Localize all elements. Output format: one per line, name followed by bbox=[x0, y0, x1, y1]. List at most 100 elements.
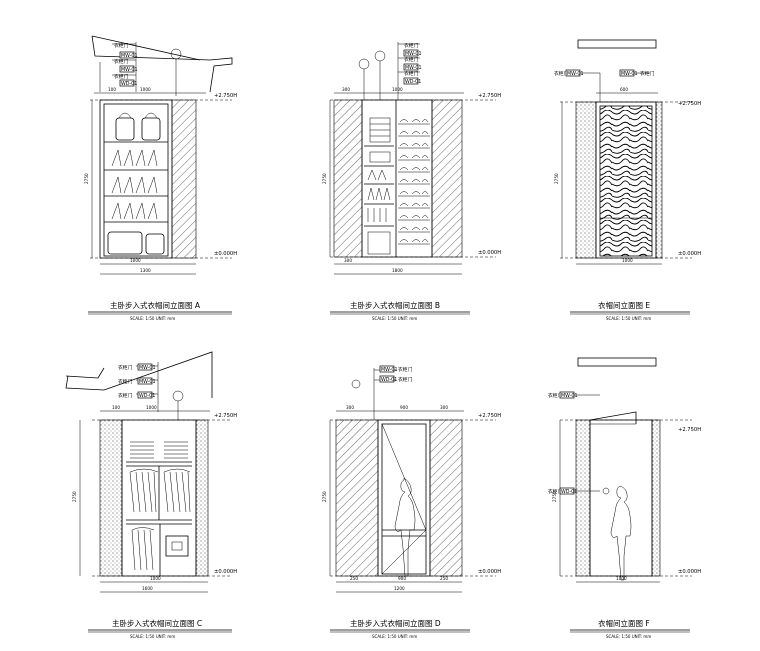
header-bar bbox=[577, 39, 657, 49]
dim-top: 1000 bbox=[140, 87, 151, 92]
material-tags: MW-01 衣柜门 WD-01 衣柜门 bbox=[351, 365, 413, 420]
dim-bottom: 1000 bbox=[130, 258, 141, 263]
wood-panel bbox=[599, 105, 653, 257]
tag-code: MW-01 bbox=[567, 71, 584, 77]
tag-label: 衣柜门 bbox=[398, 366, 413, 373]
wall-section bbox=[429, 419, 463, 577]
wall-section bbox=[431, 99, 463, 258]
tag-code: MW-01 bbox=[621, 71, 638, 77]
panel-title: 主卧步入式衣帽间立面图 C bbox=[112, 618, 202, 628]
tag-label: 衣柜门 bbox=[118, 392, 133, 399]
dim-side: 2750 bbox=[72, 491, 77, 502]
tag-code: MW-01 bbox=[121, 53, 138, 59]
human-figure bbox=[610, 485, 632, 581]
elevation-e: 衣柜门 MW-01 衣柜门 MW-01 600 +2.750H ±0.000H … bbox=[554, 39, 701, 321]
tag-label: 衣柜门 bbox=[404, 56, 419, 63]
tag-code: WD-01 bbox=[381, 377, 397, 383]
tag-label: 衣柜门 bbox=[404, 70, 419, 77]
dim-top: 100 bbox=[112, 405, 120, 410]
tag-code: MW-01 bbox=[139, 379, 156, 385]
dim-bottom: 1300 bbox=[140, 268, 151, 273]
tag-label: 衣柜门 bbox=[118, 364, 133, 371]
material-tags: 衣柜门 MW-01 衣柜门 MW-01 衣柜门 WD-01 bbox=[112, 42, 182, 96]
tag-label: 衣柜门 bbox=[404, 42, 419, 49]
level-bottom: ±0.000H bbox=[478, 250, 501, 256]
dim-top: 600 bbox=[620, 87, 628, 92]
dim-bottom: 1000 bbox=[622, 258, 633, 263]
section-marker bbox=[602, 487, 610, 495]
level-top: +2.750H bbox=[678, 101, 701, 107]
section-marker bbox=[374, 50, 386, 62]
scale-note: SCALE: 1:50 UNIT: mm bbox=[606, 316, 651, 321]
tag-label: 衣柜门 bbox=[114, 42, 129, 49]
tag-label: 衣柜门 bbox=[548, 392, 563, 399]
header-bar bbox=[577, 357, 657, 367]
panel-title: 主卧步入式衣帽间立面图 B bbox=[350, 300, 440, 310]
wall-section bbox=[335, 419, 379, 577]
tag-code: MW-01 bbox=[121, 67, 138, 73]
dim-side: 2750 bbox=[84, 173, 89, 184]
section-marker bbox=[351, 379, 361, 389]
level-bottom: ±0.000H bbox=[678, 251, 701, 257]
panel-title: 主卧步入式衣帽间立面图 A bbox=[110, 300, 201, 310]
panel-title: 衣帽间立面图 E bbox=[598, 300, 650, 310]
section-marker bbox=[172, 390, 184, 402]
tag-code: MW-01 bbox=[561, 393, 578, 399]
scale-note: SCALE: 1:50 UNIT: mm bbox=[372, 316, 417, 321]
level-bottom: ±0.000H bbox=[214, 251, 237, 257]
scale-note: SCALE: 1:50 UNIT: mm bbox=[130, 316, 175, 321]
dim-top: 300 bbox=[342, 87, 350, 92]
panel-title: 衣帽间立面图 F bbox=[598, 618, 650, 628]
level-top: +2.750H bbox=[678, 427, 701, 433]
level-bottom: ±0.000H bbox=[678, 569, 701, 575]
material-tags: 衣柜门 MW-01 衣柜门 MW-01 衣柜门 WD-01 bbox=[358, 42, 422, 100]
wall-section bbox=[333, 99, 363, 258]
dim-side: 2750 bbox=[322, 491, 327, 502]
level-bottom: ±0.000H bbox=[214, 569, 237, 575]
dim-bottom: 1000 bbox=[150, 576, 161, 581]
tag-code: WD-01 bbox=[121, 81, 137, 87]
tag-label: 衣柜门 bbox=[114, 58, 129, 65]
dim-bottom: 1000 bbox=[616, 576, 627, 581]
tag-label: 衣柜门 bbox=[548, 488, 563, 495]
dim-top: 900 bbox=[400, 405, 408, 410]
level-top: +2.750H bbox=[478, 413, 501, 419]
tag-label: 衣柜门 bbox=[114, 73, 129, 80]
elevation-f: 衣柜门 MW-01 衣柜门 WD-01 +2.750H ±0.000H 2750… bbox=[548, 357, 701, 639]
human-figure bbox=[394, 477, 416, 577]
wall-section bbox=[99, 419, 123, 577]
dim-bottom: 250 bbox=[350, 576, 358, 581]
section-marker bbox=[358, 58, 370, 70]
elevation-c: 衣柜门 MW-01 衣柜门 MW-01 衣柜门 WD-01 100 1000 +… bbox=[65, 351, 237, 639]
level-top: +2.750H bbox=[214, 93, 237, 99]
material-tags: 衣柜门 MW-01 衣柜门 MW-01 衣柜门 WD-01 bbox=[118, 362, 184, 420]
dim-top: 300 bbox=[440, 405, 448, 410]
tag-label: 衣柜门 bbox=[640, 70, 655, 77]
wall-section bbox=[575, 419, 591, 577]
dim-bottom: 1800 bbox=[392, 268, 403, 273]
dim-top: 1000 bbox=[392, 87, 403, 92]
dim-top: 1000 bbox=[146, 405, 157, 410]
tag-code: MW-01 bbox=[139, 365, 156, 371]
dim-side: 2750 bbox=[554, 173, 559, 184]
safe bbox=[165, 535, 189, 557]
panel-title: 主卧步入式衣帽间立面图 D bbox=[350, 618, 441, 628]
level-top: +2.750H bbox=[478, 93, 501, 99]
dim-bottom: 1200 bbox=[394, 586, 405, 591]
dim-side: 2750 bbox=[552, 491, 557, 502]
scale-note: SCALE: 1:50 UNIT: mm bbox=[130, 634, 175, 639]
material-tags: 衣柜门 MW-01 衣柜门 WD-01 bbox=[548, 391, 610, 495]
tag-code: WD-01 bbox=[139, 393, 155, 399]
elevation-b: 衣柜门 MW-01 衣柜门 MW-01 衣柜门 WD-01 300 1000 +… bbox=[322, 42, 501, 321]
wall-section bbox=[171, 99, 197, 259]
scale-note: SCALE: 1:50 UNIT: mm bbox=[372, 634, 417, 639]
tag-label: 衣柜门 bbox=[398, 376, 413, 383]
shoe-rack bbox=[398, 119, 430, 245]
scale-note: SCALE: 1:50 UNIT: mm bbox=[606, 634, 651, 639]
level-bottom: ±0.000H bbox=[478, 569, 501, 575]
dim-bottom: 1600 bbox=[142, 586, 153, 591]
tag-label: 衣柜门 bbox=[554, 70, 569, 77]
dim-top: 300 bbox=[346, 405, 354, 410]
elevation-a: 衣柜门 MW-01 衣柜门 MW-01 衣柜门 WD-01 100 1000 +… bbox=[84, 35, 237, 321]
